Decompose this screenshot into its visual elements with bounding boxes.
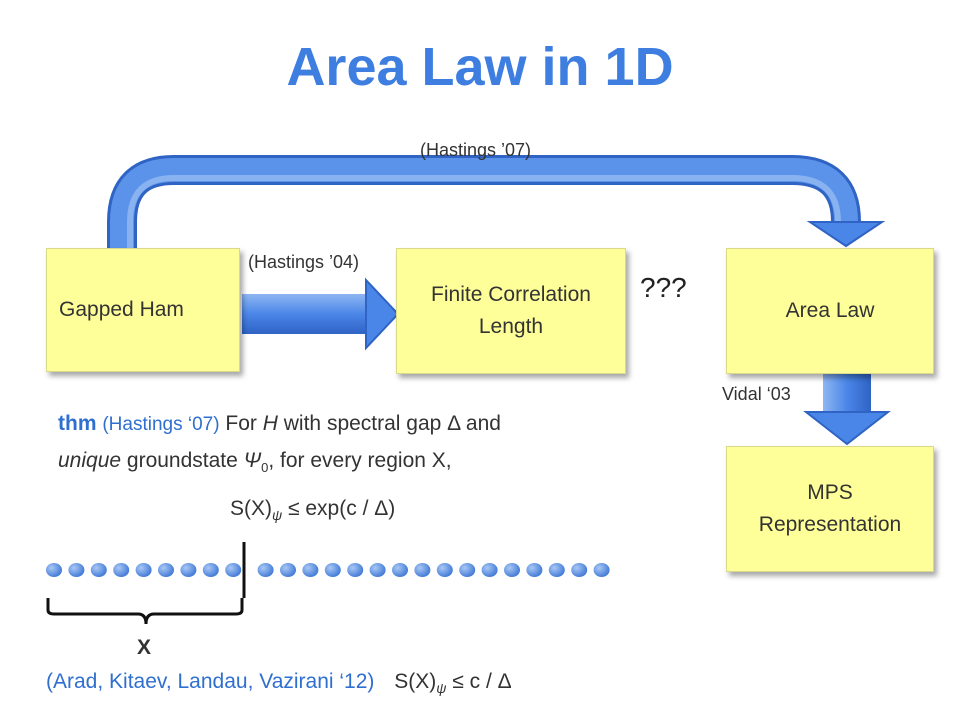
chain-site xyxy=(302,563,319,577)
chain-site xyxy=(414,563,431,577)
formula2-rhs: ≤ c / Δ xyxy=(446,670,512,693)
unknown-implication: ??? xyxy=(640,272,687,303)
spin-chain xyxy=(46,563,610,577)
chain-site xyxy=(436,563,453,577)
chain-site xyxy=(504,563,520,577)
chain-site xyxy=(225,563,242,577)
thm-psi: Ψ xyxy=(243,449,262,472)
chain-site xyxy=(571,563,588,577)
chain-site xyxy=(280,563,296,577)
chain-site xyxy=(526,563,543,577)
chain-site xyxy=(324,563,341,577)
thm-psi-sub: 0 xyxy=(261,460,269,476)
finite-correlation-box: Finite Correlation Length xyxy=(396,248,626,374)
hastings07-arrow xyxy=(107,155,886,248)
thm-text-3: groundstate xyxy=(126,449,238,472)
chain-site xyxy=(369,563,386,577)
formula1-sub: ψ xyxy=(272,507,283,524)
chain-site xyxy=(481,563,498,577)
entropy-bound-linear: S(X)ψ ≤ c / Δ xyxy=(394,670,512,697)
arad-citation: (Arad, Kitaev, Landau, Vazirani ‘12) S(X… xyxy=(46,670,512,696)
area-law-label: Area Law xyxy=(785,299,875,322)
thm-unique: unique xyxy=(58,449,122,472)
thm-citation: (Hastings ‘07) xyxy=(102,414,220,435)
chain-site xyxy=(392,563,408,577)
thm-text-1: For xyxy=(225,412,257,435)
arad-citation-text: (Arad, Kitaev, Landau, Vazirani ‘12) xyxy=(46,670,375,693)
hastings07-label: (Hastings ’07) xyxy=(420,140,532,160)
formula2-sub: ψ xyxy=(436,680,447,697)
chain-site xyxy=(180,563,197,577)
chain-site xyxy=(548,563,565,577)
thm-text-2: with spectral gap Δ and xyxy=(283,412,501,435)
thm-text-4: , for every region X, xyxy=(268,449,452,472)
chain-site xyxy=(135,563,152,577)
thm-keyword: thm xyxy=(58,412,97,435)
mps-label: MPS Representation xyxy=(758,481,902,536)
vidal-arrow xyxy=(803,372,891,446)
area-law-box: Area Law xyxy=(726,248,934,374)
chain-site xyxy=(46,563,62,577)
chain-site xyxy=(158,563,174,577)
chain-site xyxy=(113,563,130,577)
formula1-rhs: ≤ exp(c / Δ) xyxy=(282,497,396,520)
gapped-ham-label: Gapped Ham xyxy=(59,298,184,321)
region-x-label: X xyxy=(137,636,152,659)
chain-site xyxy=(593,563,610,577)
thm-H: H xyxy=(262,412,278,435)
gapped-ham-box: Gapped Ham xyxy=(46,248,240,372)
chain-site xyxy=(202,563,219,577)
chain-site xyxy=(347,563,364,577)
hastings04-arrow xyxy=(242,277,400,351)
chain-site xyxy=(257,563,274,577)
mps-box: MPS Representation xyxy=(726,446,934,572)
vidal-label: Vidal ‘03 xyxy=(722,384,791,404)
entropy-bound-exp: S(X)ψ ≤ exp(c / Δ) xyxy=(230,497,395,523)
chain-site xyxy=(459,563,476,577)
finite-correlation-label: Finite Correlation Length xyxy=(431,283,591,338)
formula1-lhs: S(X) xyxy=(230,497,272,520)
formula2-lhs: S(X) xyxy=(394,670,437,693)
chain-site xyxy=(90,563,107,577)
region-brace xyxy=(46,598,244,625)
slide-title: Area Law in 1D xyxy=(286,37,674,97)
chain-site xyxy=(68,563,85,577)
hastings04-label: (Hastings ’04) xyxy=(248,252,360,272)
theorem-statement: thm (Hastings ‘07) For H with spectral g… xyxy=(58,406,658,486)
